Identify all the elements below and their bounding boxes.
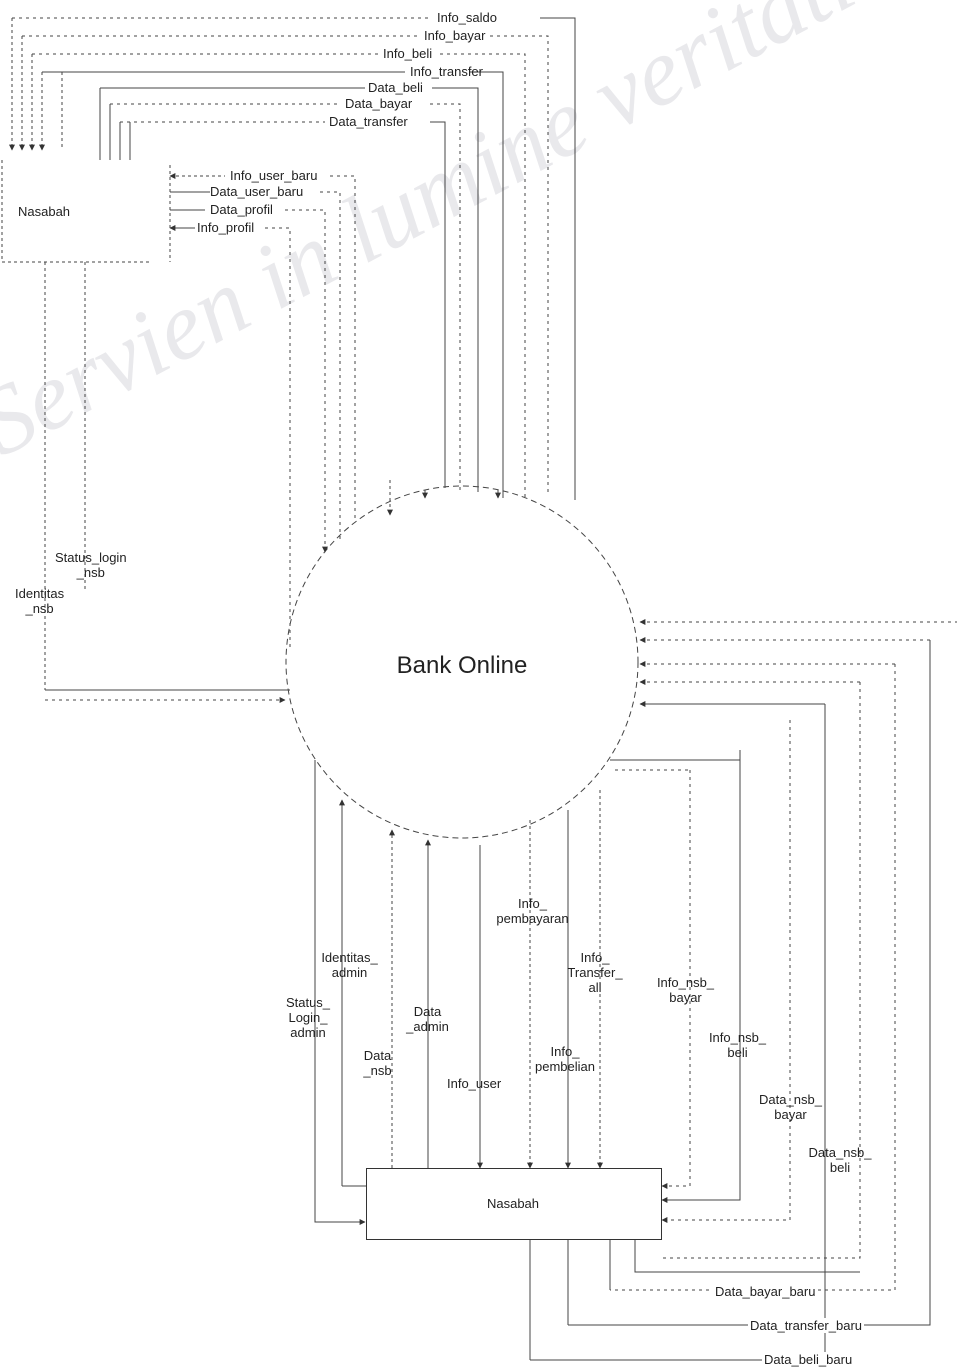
flow-data-user-baru: Data_user_baru <box>210 184 304 199</box>
flow-identitas-admin: Identitas_ admin <box>321 950 378 980</box>
flow-data-admin: Data _admin <box>406 1004 449 1034</box>
flow-data-bayar: Data_bayar <box>345 96 413 111</box>
flow-info-user-baru: Info_user_baru <box>230 168 318 183</box>
flow-info-pembelian: Info_ pembelian <box>535 1044 595 1074</box>
flow-info-nsb-beli: Info_nsb_ beli <box>708 1030 767 1060</box>
flow-info-user: Info_user <box>447 1076 502 1091</box>
flow-data-transfer: Data_transfer <box>329 114 408 129</box>
flow-identitas-nsb: Identitas _nsb <box>15 586 65 616</box>
process-circle <box>285 485 639 839</box>
flow-info-saldo: Info_saldo <box>437 10 497 25</box>
entity-nasabah-bottom-box <box>366 1168 662 1240</box>
flow-data-beli: Data_beli <box>368 80 423 95</box>
flow-info-beli: Info_beli <box>383 46 433 61</box>
flow-info-nsb-bayar: Info_nsb_ bayar <box>656 975 715 1005</box>
flow-data-nsb-beli: Data_nsb_ beli <box>808 1145 872 1175</box>
flow-info-bayar: Info_bayar <box>424 28 486 43</box>
flow-data-nsb: Data _nsb <box>363 1048 392 1078</box>
flow-info-transfer: Info_transfer <box>410 64 483 79</box>
flow-data-beli-baru: Data_beli_baru <box>762 1352 855 1367</box>
flow-data-transfer-baru: Data_transfer_baru <box>748 1318 865 1333</box>
entity-nasabah-bottom: Nasabah <box>486 1196 540 1211</box>
flow-status-login-admin: Status_ Login_ admin <box>285 995 331 1040</box>
process-label: Bank Online <box>396 652 528 679</box>
flow-data-nsb-bayar: Data_nsb_ bayar <box>759 1092 822 1122</box>
flow-info-transfer-all: Info_ Transfer_ all <box>567 950 623 995</box>
flow-info-pembayaran: Info_ pembayaran <box>496 896 569 926</box>
flow-data-profil: Data_profil <box>210 202 273 217</box>
flow-status-login-nsb: Status_login _nsb <box>55 550 127 580</box>
flow-info-profil: Info_profil <box>197 220 255 235</box>
entity-nasabah-top: Nasabah <box>18 204 71 219</box>
flow-data-bayar-baru: Data_bayar_baru <box>713 1284 818 1299</box>
